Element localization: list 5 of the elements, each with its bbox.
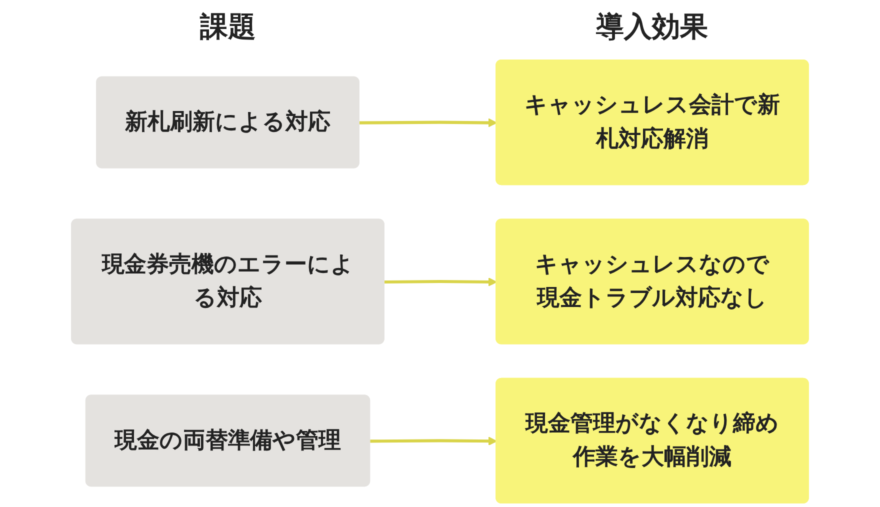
arrow [370,436,498,446]
column-heading: 導入効果 [596,9,708,45]
arrow [359,118,498,128]
arrow [384,277,498,286]
column-heading: 課題 [200,9,256,45]
